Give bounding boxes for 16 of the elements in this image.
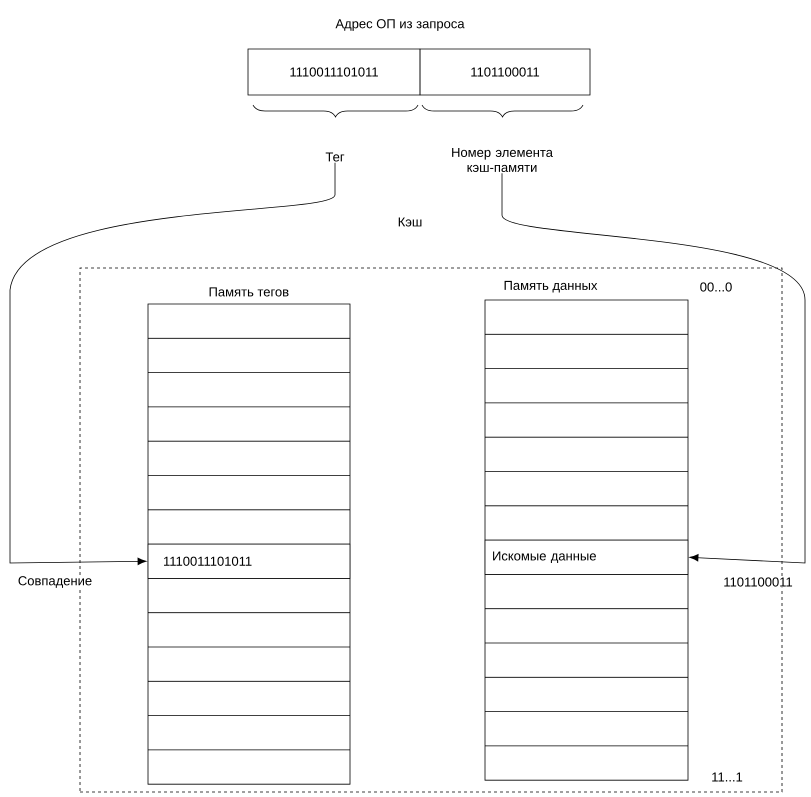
address-field: 1101100011 — [420, 48, 590, 96]
arrow — [10, 162, 336, 566]
node-label: Кэш — [398, 217, 422, 227]
row-address: 00...0 — [700, 282, 732, 292]
title: Адрес ОП из запроса — [335, 19, 465, 31]
node-label: Память данных — [504, 280, 598, 292]
node-label: Память тегов — [210, 287, 289, 296]
address-field: 1110011101011 — [248, 48, 420, 96]
arrow — [502, 172, 806, 564]
memory-row: 1110011101011 — [148, 544, 350, 579]
memory-row: Искомые данные — [484, 540, 688, 575]
edge-label: 1101100011 — [724, 577, 792, 587]
edge-label: Совпадение — [18, 576, 92, 588]
field-label: Тег — [326, 152, 344, 162]
field-label: Номер элемента кэш-памяти — [452, 148, 553, 172]
row-address: 11...1 — [712, 772, 742, 782]
